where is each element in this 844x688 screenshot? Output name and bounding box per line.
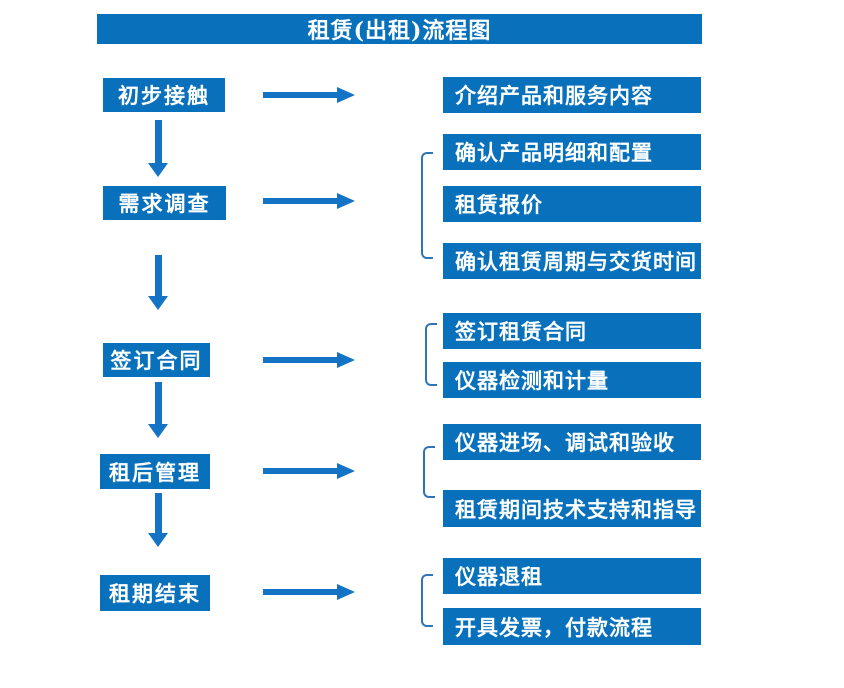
- right-arrow-icon: [263, 352, 355, 368]
- arrow-head: [148, 163, 168, 177]
- title-banner: 租赁(出租)流程图: [97, 14, 702, 44]
- stage-box-demand-survey: 需求调查: [103, 186, 226, 220]
- arrow-shaft: [263, 357, 337, 363]
- step-confirm-product-details: 确认产品明细和配置: [443, 134, 701, 170]
- arrow-shaft: [263, 589, 337, 595]
- step-instrument-inspection-metering: 仪器检测和计量: [443, 362, 701, 398]
- step-instrument-setup-acceptance: 仪器进场、调试和验收: [443, 424, 701, 460]
- right-arrow-icon: [263, 584, 355, 600]
- group-bracket-rental-end: [421, 574, 433, 627]
- right-arrow-icon: [263, 463, 355, 479]
- step-instrument-return: 仪器退租: [443, 558, 701, 594]
- right-arrow-icon: [263, 87, 355, 103]
- arrow-head: [337, 584, 355, 600]
- down-arrow-icon: [148, 255, 168, 310]
- arrow-head: [148, 533, 168, 547]
- step-intro-products-services: 介绍产品和服务内容: [443, 77, 701, 113]
- stage-box-post-rental-management: 租后管理: [100, 454, 210, 489]
- down-arrow-icon: [148, 382, 168, 438]
- arrow-shaft: [154, 120, 162, 163]
- arrow-shaft: [154, 493, 162, 533]
- arrow-head: [337, 87, 355, 103]
- down-arrow-icon: [148, 120, 168, 177]
- page-title: 租赁(出租)流程图: [307, 18, 492, 44]
- step-technical-support-guidance: 租赁期间技术支持和指导: [443, 490, 701, 527]
- right-arrow-icon: [263, 193, 355, 209]
- stage-box-rental-end: 租期结束: [100, 575, 210, 611]
- step-invoice-payment: 开具发票，付款流程: [443, 608, 701, 645]
- step-sign-rental-contract: 签订租赁合同: [443, 313, 701, 349]
- arrow-shaft: [154, 382, 162, 424]
- arrow-head: [337, 463, 355, 479]
- arrow-shaft: [263, 198, 337, 204]
- down-arrow-icon: [148, 493, 168, 547]
- arrow-shaft: [154, 255, 162, 296]
- stage-box-initial-contact: 初步接触: [103, 78, 225, 112]
- arrow-head: [337, 352, 355, 368]
- group-bracket-sign-contract: [425, 323, 437, 386]
- arrow-head: [148, 424, 168, 438]
- step-confirm-rental-period-delivery: 确认租赁周期与交货时间: [443, 243, 701, 279]
- stage-box-sign-contract: 签订合同: [103, 343, 210, 377]
- group-bracket-demand-survey: [421, 152, 433, 259]
- arrow-head: [148, 296, 168, 310]
- arrow-shaft: [263, 92, 337, 98]
- arrow-head: [337, 193, 355, 209]
- group-bracket-post-rental: [423, 446, 435, 498]
- step-rental-quote: 租赁报价: [443, 186, 701, 222]
- arrow-shaft: [263, 468, 337, 474]
